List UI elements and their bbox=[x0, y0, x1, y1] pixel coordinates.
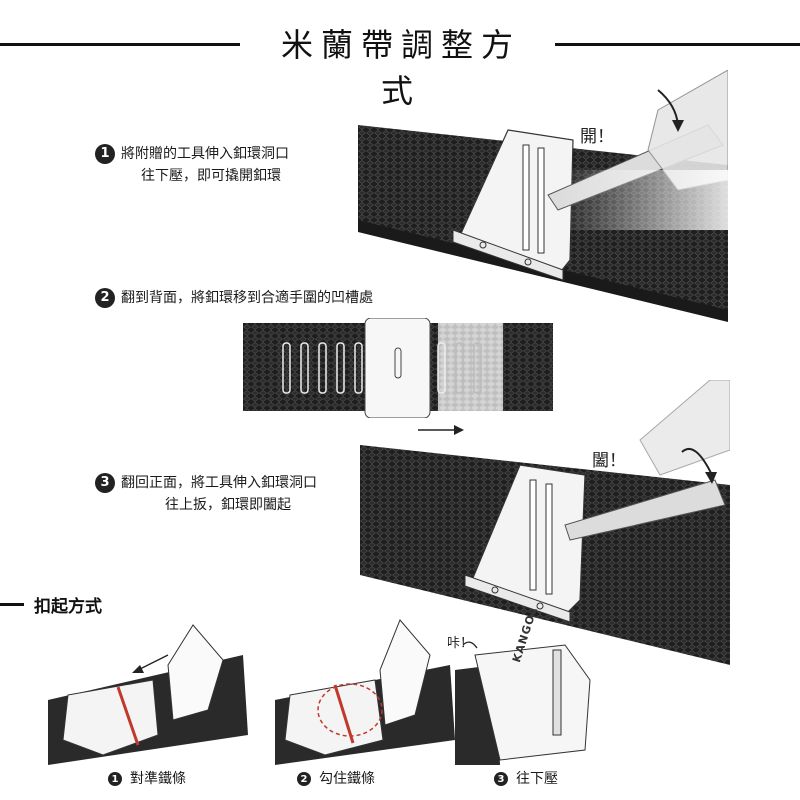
clasp-step-1-caption: 1 對準鐵條 bbox=[108, 768, 186, 788]
callout-click: 咔！ bbox=[447, 636, 474, 651]
clasp bbox=[464, 464, 586, 623]
clasp-back bbox=[364, 318, 431, 418]
step-3-illustration bbox=[360, 380, 730, 665]
callout-open: 開！ bbox=[580, 127, 614, 147]
clasp-step-2-badge: 2 bbox=[297, 772, 311, 786]
step-2: 2 翻到背面，將釦環移到合適手圍的凹槽處 bbox=[95, 287, 373, 309]
step-2-number-badge: 2 bbox=[95, 288, 115, 308]
step-3-number-badge: 3 bbox=[95, 473, 115, 493]
clasp-step-2-illustration bbox=[275, 619, 455, 765]
clasp bbox=[452, 129, 574, 281]
step-1-line2: 往下壓，即可撬開釦環 bbox=[141, 168, 281, 184]
step-2-line1: 翻到背面，將釦環移到合適手圍的凹槽處 bbox=[121, 290, 373, 306]
clasp-heading-text: 扣起方式 bbox=[34, 597, 102, 617]
title-rule-left bbox=[0, 43, 240, 46]
clasp-step-1-label: 對準鐵條 bbox=[130, 771, 186, 787]
clasp-step-2-label: 勾住鐵條 bbox=[319, 771, 375, 787]
step-3: 3 翻回正面，將工具伸入釦環洞口 往上扳，釦環即闔起 bbox=[95, 472, 317, 516]
title-rule-right bbox=[555, 43, 800, 46]
tool-icon bbox=[564, 380, 730, 541]
title-row: 米蘭帶調整方式 bbox=[0, 18, 800, 110]
step-2-illustration bbox=[243, 318, 553, 418]
clasp-step-2-caption: 2 勾住鐵條 bbox=[297, 768, 375, 788]
arrow-up-icon bbox=[681, 447, 717, 484]
clasp-step-1-illustration bbox=[48, 624, 248, 765]
arrow-right-icon bbox=[418, 425, 464, 435]
step-1-line1: 將附贈的工具伸入釦環洞口 bbox=[121, 146, 289, 162]
clasp-step-3-illustration bbox=[455, 641, 591, 765]
tool-icon bbox=[547, 70, 728, 230]
page-title: 米蘭帶調整方式 bbox=[280, 26, 521, 110]
step-1-number-badge: 1 bbox=[95, 144, 115, 164]
clasp-step-3-label: 往下壓 bbox=[516, 771, 558, 787]
clasp-step-3-caption: 3 往下壓 bbox=[494, 768, 558, 788]
arrow-down-icon bbox=[657, 89, 684, 132]
callout-close: 闔！ bbox=[592, 451, 626, 471]
step-1-illustration bbox=[358, 70, 728, 322]
arrow-down-icon bbox=[462, 641, 478, 649]
clasp-heading-rule bbox=[0, 603, 24, 606]
step-3-line2: 往上扳，釦環即闔起 bbox=[165, 497, 291, 513]
arrow-left-icon bbox=[132, 654, 169, 673]
adjust-slots bbox=[282, 342, 482, 394]
clasp-step-1-badge: 1 bbox=[108, 772, 122, 786]
step-3-line1: 翻回正面，將工具伸入釦環洞口 bbox=[121, 475, 317, 491]
step-1: 1 將附贈的工具伸入釦環洞口 往下壓，即可撬開釦環 bbox=[95, 143, 289, 187]
clasp-step-3-badge: 3 bbox=[494, 772, 508, 786]
